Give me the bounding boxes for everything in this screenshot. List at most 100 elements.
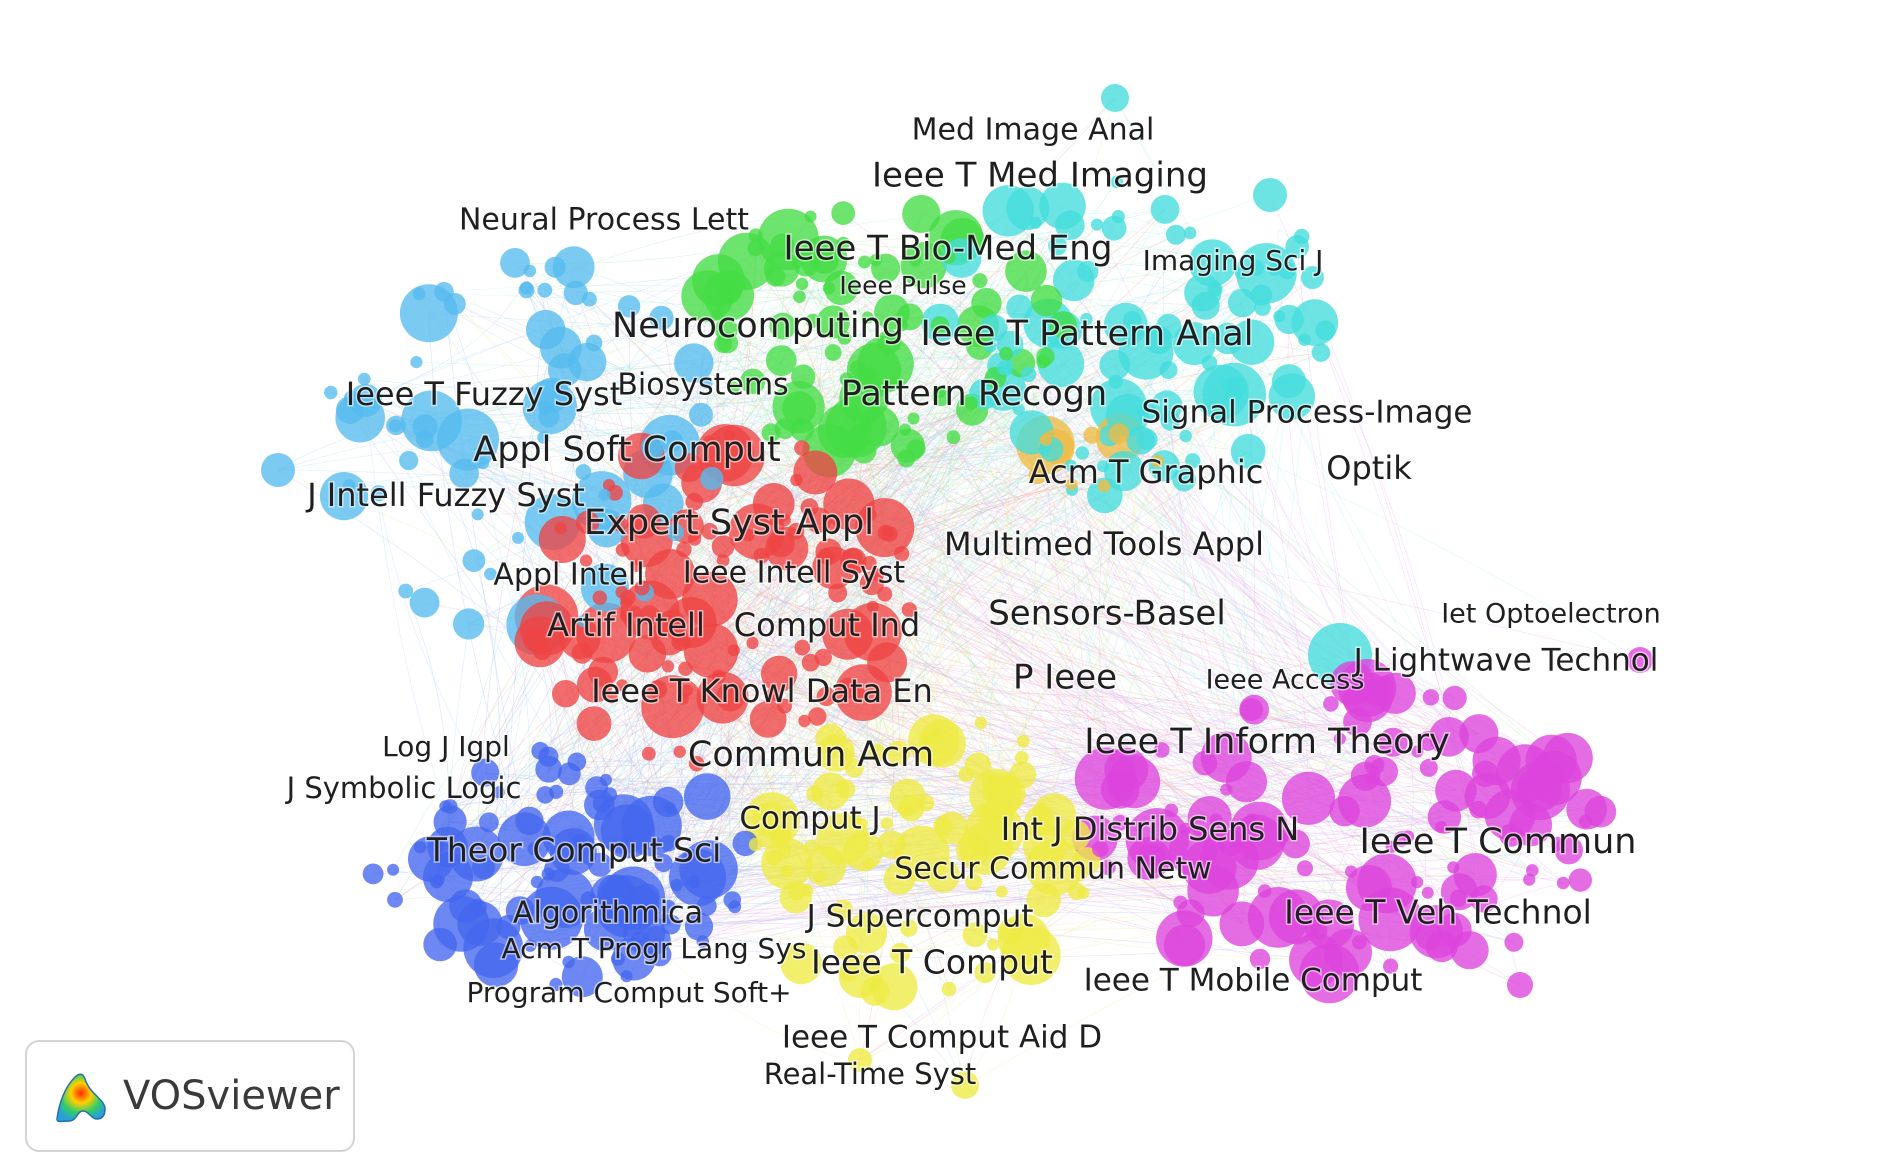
network-node-green[interactable] [897, 449, 916, 468]
network-node-yellow[interactable] [995, 885, 1008, 898]
network-node-red[interactable] [711, 669, 726, 684]
network-node-green[interactable] [831, 201, 856, 226]
network-node-cyan[interactable] [1080, 313, 1093, 326]
network-node-purple[interactable] [1411, 876, 1424, 889]
network-node-yellow[interactable] [974, 961, 996, 984]
network-node-green[interactable] [861, 311, 874, 324]
network-node-green[interactable] [972, 273, 988, 289]
network-node-purple[interactable] [1297, 860, 1313, 877]
node-label[interactable]: Expert Syst Appl [583, 502, 876, 545]
network-node-green[interactable] [816, 305, 850, 339]
network-node-purple[interactable] [1504, 932, 1524, 952]
network-node-yellow[interactable] [974, 716, 988, 730]
network-node-green[interactable] [1005, 250, 1047, 292]
network-node-cyan[interactable] [1222, 377, 1238, 393]
network-node-cyan[interactable] [1236, 242, 1297, 304]
network-node-cyan[interactable] [1136, 428, 1158, 451]
network-node-blue[interactable] [663, 802, 677, 815]
network-node-green[interactable] [899, 423, 912, 436]
network-node-yellow[interactable] [813, 870, 826, 883]
network-node-red[interactable] [727, 644, 740, 657]
node-label[interactable]: Comput Ind [732, 605, 921, 646]
node-label[interactable]: Ieee T Veh Technol [1283, 891, 1594, 933]
network-node-blue[interactable] [387, 891, 403, 908]
network-node-yellow[interactable] [889, 942, 911, 964]
network-node-blue[interactable] [414, 841, 427, 854]
network-node-red[interactable] [592, 590, 607, 605]
network-node-cyan[interactable] [1158, 328, 1171, 341]
node-label[interactable]: Multimed Tools Appl [943, 524, 1266, 565]
network-node-red[interactable] [787, 523, 805, 540]
network-node-cyan[interactable] [1150, 195, 1180, 224]
network-node-red[interactable] [538, 516, 586, 563]
network-node-purple[interactable] [1192, 750, 1218, 776]
network-node-red[interactable] [701, 523, 718, 540]
network-node-green[interactable] [837, 331, 852, 345]
network-node-lightblue[interactable] [547, 353, 582, 387]
network-node-red[interactable] [822, 608, 874, 660]
network-node-cyan[interactable] [1179, 429, 1192, 443]
node-label[interactable]: Ieee Access [1204, 663, 1366, 697]
network-node-purple[interactable] [1187, 796, 1232, 841]
network-node-yellow[interactable] [1014, 751, 1029, 765]
network-node-purple[interactable] [1163, 924, 1206, 966]
network-node-purple[interactable] [1345, 864, 1392, 911]
network-node-red[interactable] [674, 453, 704, 483]
network-node-purple[interactable] [1173, 895, 1188, 910]
network-node-cyan[interactable] [1012, 403, 1025, 416]
network-node-red[interactable] [616, 679, 629, 692]
network-node-cyan[interactable] [1021, 366, 1037, 383]
network-node-red[interactable] [777, 698, 792, 714]
network-node-cyan[interactable] [1230, 433, 1266, 469]
node-label[interactable]: Sensors-Basel [987, 592, 1228, 635]
network-node-purple[interactable] [1447, 861, 1460, 874]
network-node-cyan[interactable] [1253, 178, 1287, 212]
network-node-purple[interactable] [1556, 876, 1570, 890]
network-node-green[interactable] [748, 228, 763, 243]
network-node-green[interactable] [791, 364, 816, 389]
network-node-blue[interactable] [535, 868, 595, 928]
network-node-red[interactable] [790, 473, 803, 487]
network-node-lightblue[interactable] [415, 430, 434, 448]
network-node-green[interactable] [782, 391, 817, 426]
network-node-purple[interactable] [1402, 830, 1415, 843]
network-node-green[interactable] [793, 251, 819, 277]
network-node-purple[interactable] [1275, 829, 1290, 844]
network-node-yellow[interactable] [860, 977, 890, 1006]
node-label[interactable]: Algorithmica [511, 894, 704, 932]
network-node-blue[interactable] [648, 943, 672, 967]
network-node-red[interactable] [673, 745, 686, 758]
network-node-yellow[interactable] [836, 779, 856, 799]
network-node-red[interactable] [761, 655, 798, 692]
network-node-cyan[interactable] [1271, 364, 1306, 399]
network-node-green[interactable] [900, 242, 947, 289]
network-node-purple[interactable] [1435, 821, 1448, 834]
network-node-yellow[interactable] [1032, 802, 1050, 820]
node-label[interactable]: Optik [1325, 448, 1414, 489]
network-node-purple[interactable] [1418, 731, 1438, 751]
network-node-purple[interactable] [1257, 884, 1272, 898]
network-node-cyan[interactable] [1136, 402, 1157, 422]
network-node-red[interactable] [552, 680, 580, 708]
network-node-purple[interactable] [1375, 675, 1394, 694]
network-node-red[interactable] [634, 580, 650, 596]
network-node-lightblue[interactable] [358, 372, 371, 386]
node-label[interactable]: Imaging Sci J [1141, 243, 1325, 279]
network-node-lightblue[interactable] [577, 615, 589, 628]
network-node-blue[interactable] [362, 863, 384, 885]
node-label[interactable]: Ieee Intell Syst [681, 554, 906, 592]
network-node-lightblue[interactable] [453, 608, 485, 640]
network-node-lightblue[interactable] [666, 523, 685, 541]
network-node-lightblue[interactable] [526, 309, 566, 350]
network-node-purple[interactable] [1385, 840, 1398, 853]
network-node-purple[interactable] [1422, 689, 1440, 706]
network-node-purple[interactable] [1364, 772, 1377, 785]
network-node-cyan[interactable] [1311, 343, 1331, 362]
network-node-red[interactable] [816, 686, 836, 707]
network-node-purple[interactable] [1323, 696, 1339, 712]
network-node-green[interactable] [727, 381, 740, 394]
network-node-green[interactable] [858, 406, 900, 447]
network-node-red[interactable] [823, 478, 875, 530]
network-node-purple[interactable] [1542, 732, 1593, 784]
network-node-red[interactable] [862, 555, 877, 571]
